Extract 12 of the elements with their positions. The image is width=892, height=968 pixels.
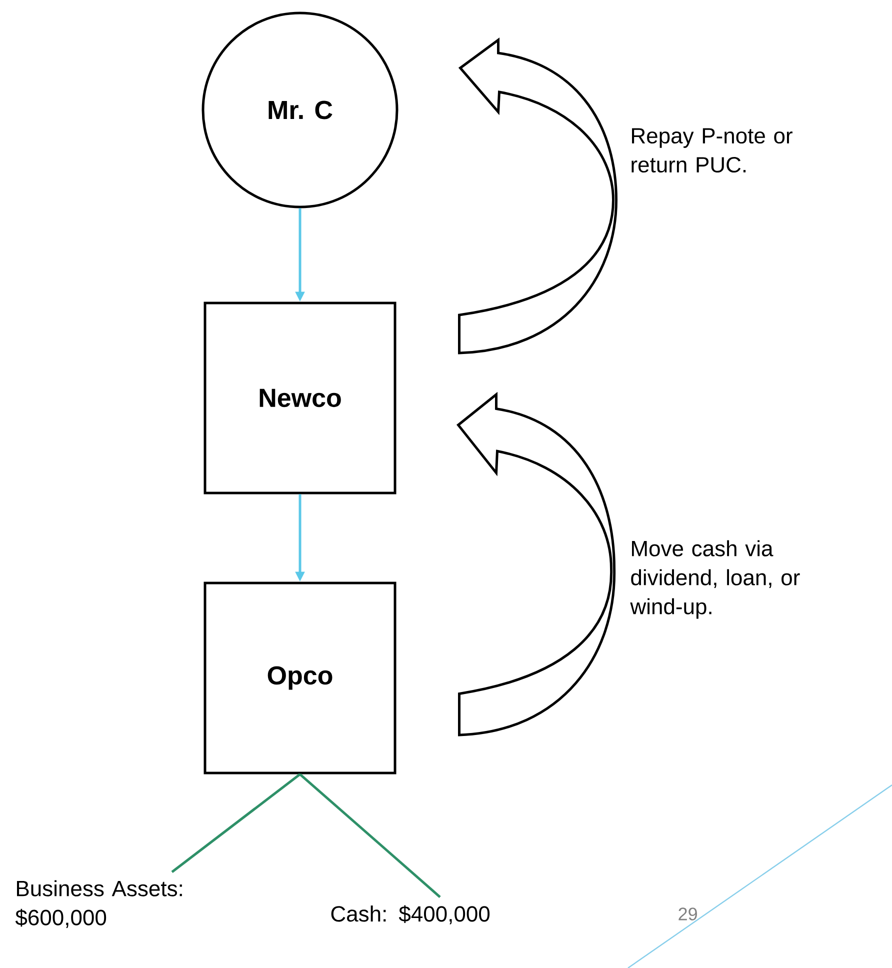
curved-block-arrow xyxy=(458,38,618,354)
edge-label: Repay P-note or return PUC. xyxy=(632,128,792,173)
entity-box: Opco xyxy=(204,582,396,774)
connector-line xyxy=(171,773,301,873)
curved-block-arrow xyxy=(457,393,616,736)
amount-text: Business Assets: $600,000 xyxy=(15,880,182,928)
circle-node: Mr. C xyxy=(202,12,398,208)
entity-box: Newco xyxy=(204,302,396,494)
connector-line xyxy=(299,773,441,898)
page-number: 29 xyxy=(678,908,697,920)
amount-text: Cash: $400,000 xyxy=(331,905,490,924)
edge-label: Move cash via dividend, loan, or wind-up. xyxy=(630,540,800,619)
